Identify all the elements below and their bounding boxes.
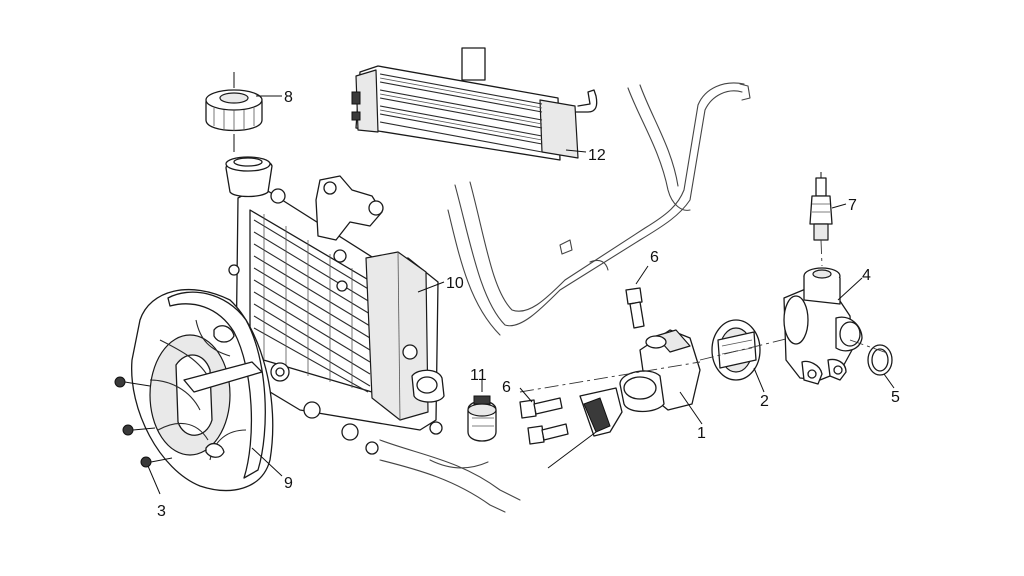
oil-cooler (351, 47, 598, 161)
frame-tube (379, 439, 521, 513)
temperature-switch (467, 380, 497, 442)
callout-5: 5 (891, 389, 900, 406)
leader-lines (147, 95, 703, 495)
radiator-cap (205, 72, 263, 152)
fan-screws (114, 376, 173, 468)
callout-3: 3 (157, 503, 166, 520)
radiator (225, 156, 445, 455)
callout-1: 1 (697, 425, 706, 442)
coolant-hose-assembly (447, 82, 751, 336)
callout-7: 7 (848, 197, 857, 214)
thermostat-cover (783, 267, 863, 385)
callout-4: 4 (862, 267, 871, 284)
temperature-sensor (809, 172, 847, 267)
callout-10: 10 (446, 275, 464, 292)
thermostat (699, 319, 791, 393)
callout-12: 12 (588, 147, 606, 164)
o-ring (849, 339, 895, 389)
callout-6-lower: 6 (502, 379, 511, 396)
thermostat-housing (519, 329, 701, 469)
callout-9: 9 (284, 475, 293, 492)
callout-6-upper: 6 (650, 249, 659, 266)
cooling-fan (131, 288, 274, 492)
callout-11: 11 (470, 367, 487, 384)
callout-8: 8 (284, 89, 293, 106)
mounting-bolts (519, 265, 649, 445)
callout-2: 2 (760, 393, 769, 410)
